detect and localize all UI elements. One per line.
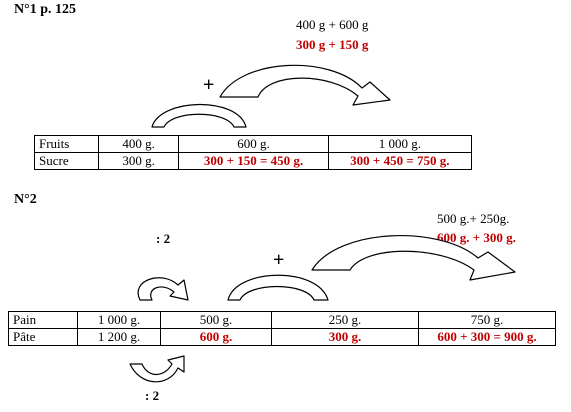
exercise2-title: N°2 (14, 192, 37, 207)
ex2-arch-arrow (227, 274, 329, 301)
table-cell: 500 g. (160, 311, 272, 329)
table-cell: 600 g. (178, 135, 329, 153)
exercise2-sum-answer: 600 g. + 300 g. (437, 230, 516, 245)
exercise1-sum-expression: 400 g + 600 g (296, 17, 369, 32)
exercise1-plus-sign: + (203, 74, 215, 96)
table-cell: Pâte (8, 328, 78, 346)
table-cell: 300 + 450 = 750 g. (327, 152, 473, 170)
table-row: Sucre 300 g. 300 + 150 = 450 g. 300 + 45… (33, 152, 473, 170)
table-cell: 600 + 300 = 900 g. (418, 328, 556, 346)
table-cell: 300 g. (271, 328, 419, 346)
table-cell: 250 g. (271, 311, 419, 329)
table-row: Fruits 400 g. 600 g. 1 000 g. (33, 135, 473, 153)
exercise2-table: Pain 1 000 g. 500 g. 250 g. 750 g. Pâte … (8, 311, 556, 346)
table-cell: 1 000 g. (327, 135, 473, 153)
exercise1-sum-answer: 300 g + 150 g (296, 37, 369, 52)
table-cell: 400 g. (98, 135, 180, 153)
ex2-loop-arrow-bottom (129, 355, 185, 383)
table-cell: Sucre (33, 152, 100, 170)
exercise2-plus-sign: + (273, 249, 285, 271)
table-row: Pain 1 000 g. 500 g. 250 g. 750 g. (8, 311, 556, 329)
ex1-large-curved-arrow (219, 64, 391, 106)
table-cell: 600 g. (160, 328, 272, 346)
table-cell: 1 200 g. (77, 328, 161, 346)
table-cell: 750 g. (418, 311, 556, 329)
exercise2-divide-top-label: : 2 (156, 231, 171, 246)
table-cell: Pain (8, 311, 78, 329)
exercise1-table: Fruits 400 g. 600 g. 1 000 g. Sucre 300 … (33, 135, 473, 170)
table-cell: Fruits (33, 135, 100, 153)
ex1-small-arch-arrow (151, 103, 247, 128)
table-row: Pâte 1 200 g. 600 g. 300 g. 600 + 300 = … (8, 328, 556, 346)
exercise2-sum-expression: 500 g.+ 250g. (437, 211, 510, 226)
exercise1-title: N°1 p. 125 (14, 2, 76, 17)
ex2-loop-arrow-top (137, 277, 189, 301)
table-cell: 300 g. (98, 152, 180, 170)
table-cell: 1 000 g. (77, 311, 161, 329)
exercise2-divide-bottom-label: : 2 (145, 388, 160, 403)
table-cell: 300 + 150 = 450 g. (178, 152, 329, 170)
ex2-large-curved-arrow (311, 235, 516, 281)
